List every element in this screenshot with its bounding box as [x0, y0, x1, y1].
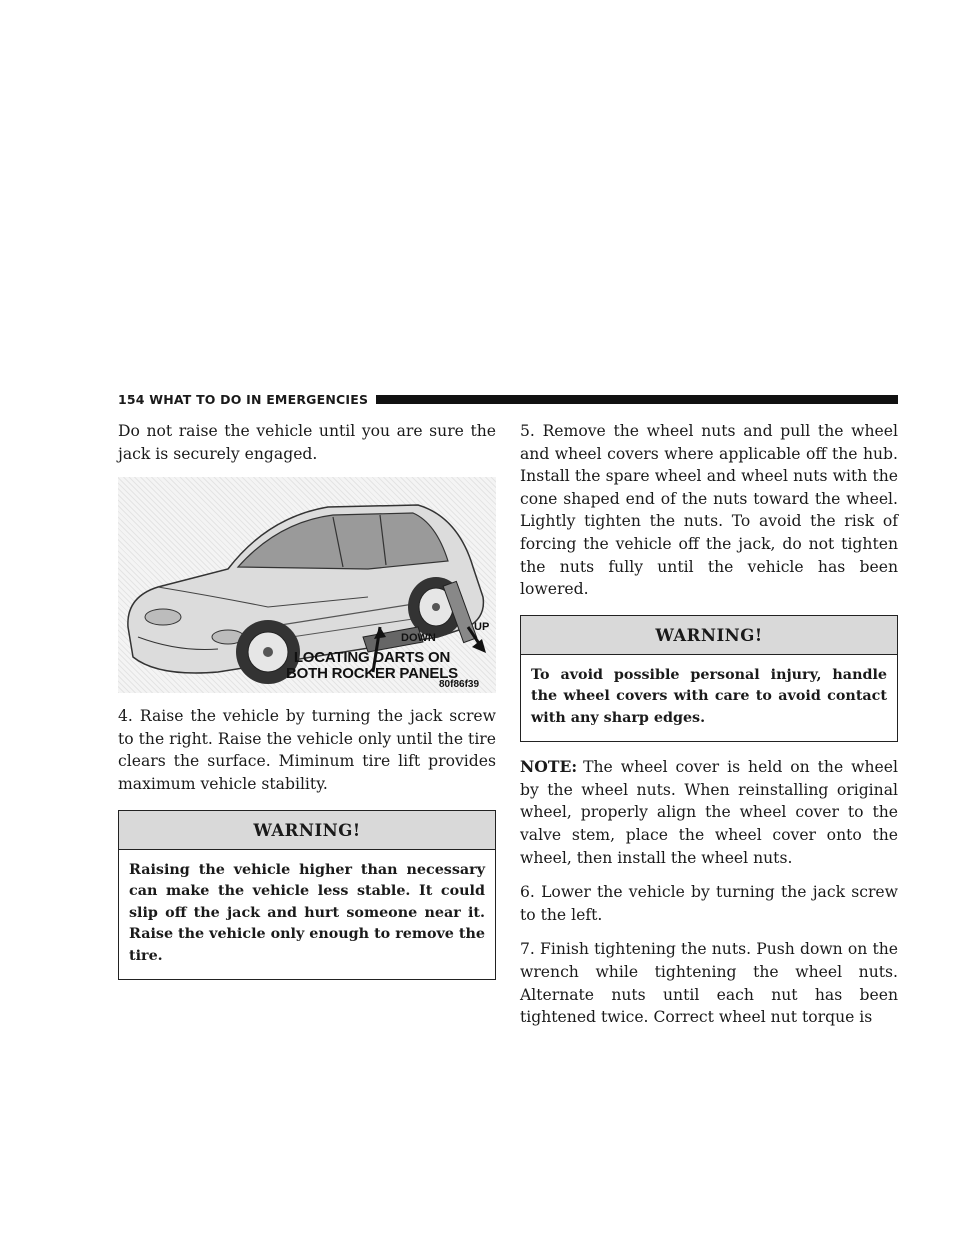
warning-title: WARNING! — [521, 615, 897, 655]
figure-caption: LOCATING DARTS ON BOTH ROCKER PANELS — [286, 650, 458, 682]
down-label: DOWN — [401, 632, 436, 645]
step-7-paragraph: 7. Finish tightening the nuts. Push down… — [520, 940, 898, 1027]
warning-body: Raising the vehicle higher than necessar… — [129, 861, 485, 964]
page-header: 154 WHAT TO DO IN EMERGENCIES — [118, 390, 898, 408]
page-header-title: 154 WHAT TO DO IN EMERGENCIES — [118, 391, 369, 407]
step-6-paragraph: 6. Lower the vehicle by turning the jack… — [520, 883, 898, 924]
car-drawing — [127, 504, 486, 685]
figure-caption-line1: LOCATING DARTS ON — [293, 649, 451, 667]
figure-caption-line2: BOTH ROCKER PANELS — [286, 665, 458, 683]
warning-body: To avoid possible personal injury, handl… — [531, 666, 887, 726]
intro-paragraph: Do not raise the vehicle until you are s… — [118, 422, 496, 463]
warning-title: WARNING! — [119, 810, 495, 850]
car-jack-illustration: DOWN UP LOCATING DARTS ON BOTH ROCKER PA… — [118, 477, 496, 694]
warning-box-covers: WARNING! To avoid possible personal inju… — [520, 614, 898, 743]
step-5-paragraph: 5. Remove the wheel nuts and pull the wh… — [520, 422, 898, 599]
header-rule — [376, 394, 898, 404]
figure-code: 80f86f39 — [439, 679, 480, 691]
step-4-paragraph: 4. Raise the vehicle by turning the jack… — [118, 707, 496, 793]
left-column: Do not raise the vehicle until you are s… — [118, 420, 496, 994]
note-paragraph: NOTE:The wheel cover is held on the whee… — [520, 756, 898, 869]
warning-box-raise: WARNING! Raising the vehicle higher than… — [118, 809, 496, 981]
note-text: The wheel cover is held on the wheel by … — [520, 758, 898, 867]
right-column: 5. Remove the wheel nuts and pull the wh… — [520, 420, 898, 1041]
note-label: NOTE: — [520, 757, 578, 777]
up-label: UP — [474, 621, 490, 634]
